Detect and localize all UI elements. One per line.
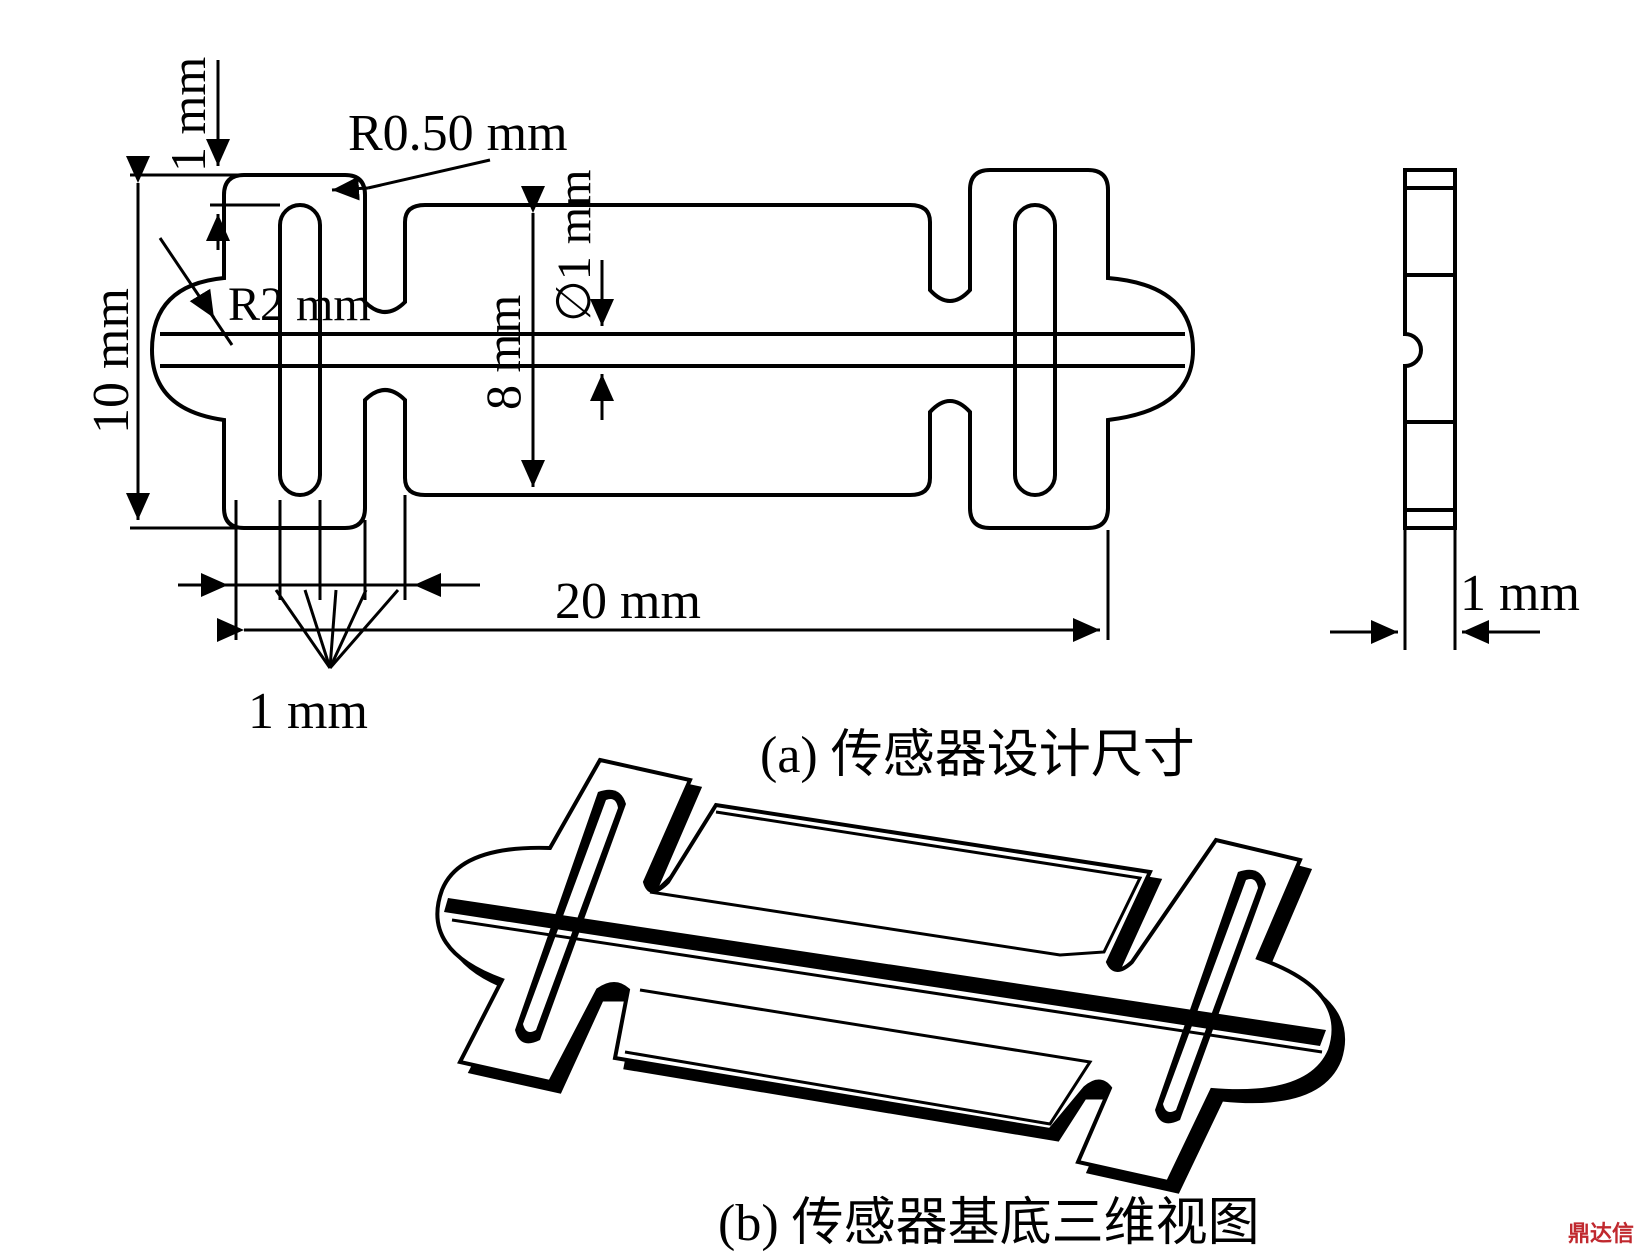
label-height-outer: 10 mm [83, 288, 140, 434]
isometric-view [435, 757, 1346, 1194]
iso-right-slot-inner [1163, 879, 1258, 1112]
label-end-radius: R2 mm [228, 278, 371, 331]
front-view [149, 168, 1196, 530]
label-top-gap: 1 mm [160, 57, 216, 172]
caption-b: (b) 传感器基底三维视图 [718, 1195, 1260, 1252]
iso-channel [444, 898, 1326, 1046]
substrate-outline [149, 168, 1196, 530]
side-view [1403, 168, 1457, 530]
right-slot [1013, 203, 1057, 497]
label-corner-radius: R0.50 mm [348, 105, 568, 162]
label-thickness: 1 mm [1460, 565, 1580, 622]
label-widths: 1 mm [248, 683, 368, 740]
left-slot [278, 203, 322, 497]
side-dimension [1330, 530, 1540, 650]
dimension-labels: 1 mm R0.50 mm R2 mm ∅1 mm 10 mm 8 mm 20 … [83, 57, 1580, 740]
label-height-inner: 8 mm [475, 295, 531, 410]
watermark: 鼎达信 [1567, 1222, 1634, 1247]
dimension-lines [126, 60, 1110, 669]
caption-a: (a) 传感器设计尺寸 [760, 727, 1195, 784]
label-hole-diameter: ∅1 mm [548, 170, 601, 322]
iso-left-slot-inner [523, 799, 618, 1032]
label-length: 20 mm [555, 573, 701, 630]
